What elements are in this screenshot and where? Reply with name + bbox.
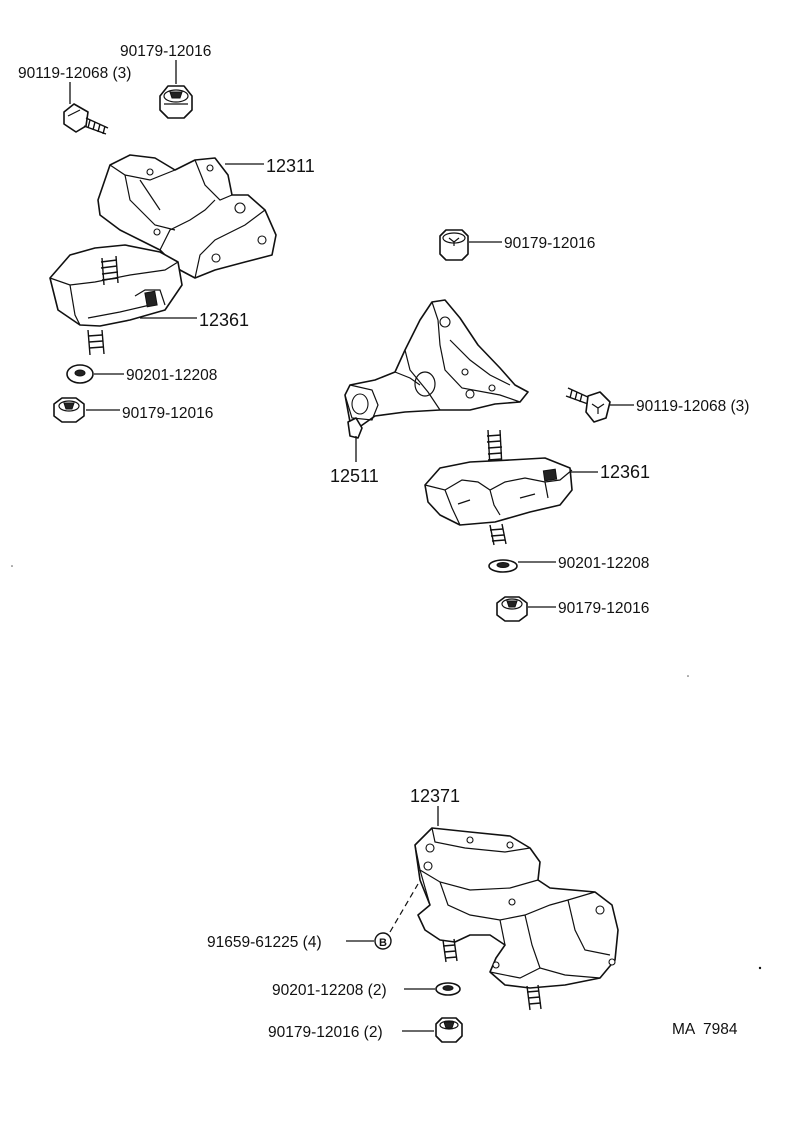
bolt-right (565, 387, 611, 423)
nut-left (53, 397, 85, 423)
bracket-12311 (97, 154, 277, 279)
bolt-top-left (63, 103, 109, 135)
label-washer-left: 90201-12208 (126, 367, 217, 384)
dashed-leader-b (389, 883, 419, 933)
rear-mount-12371 (414, 827, 619, 1011)
washer-right (488, 559, 518, 573)
label-nut-right-top: 90179-12016 (504, 235, 595, 252)
insulator-12361-left (49, 244, 183, 356)
nut-rear (435, 1017, 463, 1043)
label-insulator-right: 12361 (600, 462, 650, 482)
label-bracket-12311: 12311 (266, 156, 315, 176)
label-nut-top-left: 90179-12016 (120, 43, 211, 60)
washer-rear (435, 982, 461, 996)
label-rear-bolt: 91659-61225 (4) (207, 934, 322, 951)
figure-code: MA 7984 (672, 1021, 738, 1038)
speck (758, 966, 762, 970)
label-nut-left: 90179-12016 (122, 405, 213, 422)
speck (11, 565, 13, 567)
label-insulator-left: 12361 (199, 310, 249, 330)
nut-right (496, 596, 528, 622)
bracket-12511 (344, 299, 529, 439)
label-nut-right: 90179-12016 (558, 600, 649, 617)
reference-b-circle: B (374, 932, 392, 950)
label-rear-nut: 90179-12016 (2) (268, 1024, 383, 1041)
label-rear-mount: 12371 (410, 786, 460, 806)
label-bracket-12511: 12511 (330, 466, 379, 486)
insulator-12361-right (424, 429, 573, 546)
label-washer-right: 90201-12208 (558, 555, 649, 572)
speck (687, 675, 689, 677)
label-rear-washer: 90201-12208 (2) (272, 982, 387, 999)
nut-top-left (159, 85, 193, 119)
label-bolt-top-left: 90119-12068 (3) (18, 65, 131, 82)
nut-right-top (439, 229, 469, 261)
label-bolt-right: 90119-12068 (3) (636, 398, 749, 415)
washer-left (66, 364, 94, 384)
reference-b-letter: B (379, 937, 387, 949)
